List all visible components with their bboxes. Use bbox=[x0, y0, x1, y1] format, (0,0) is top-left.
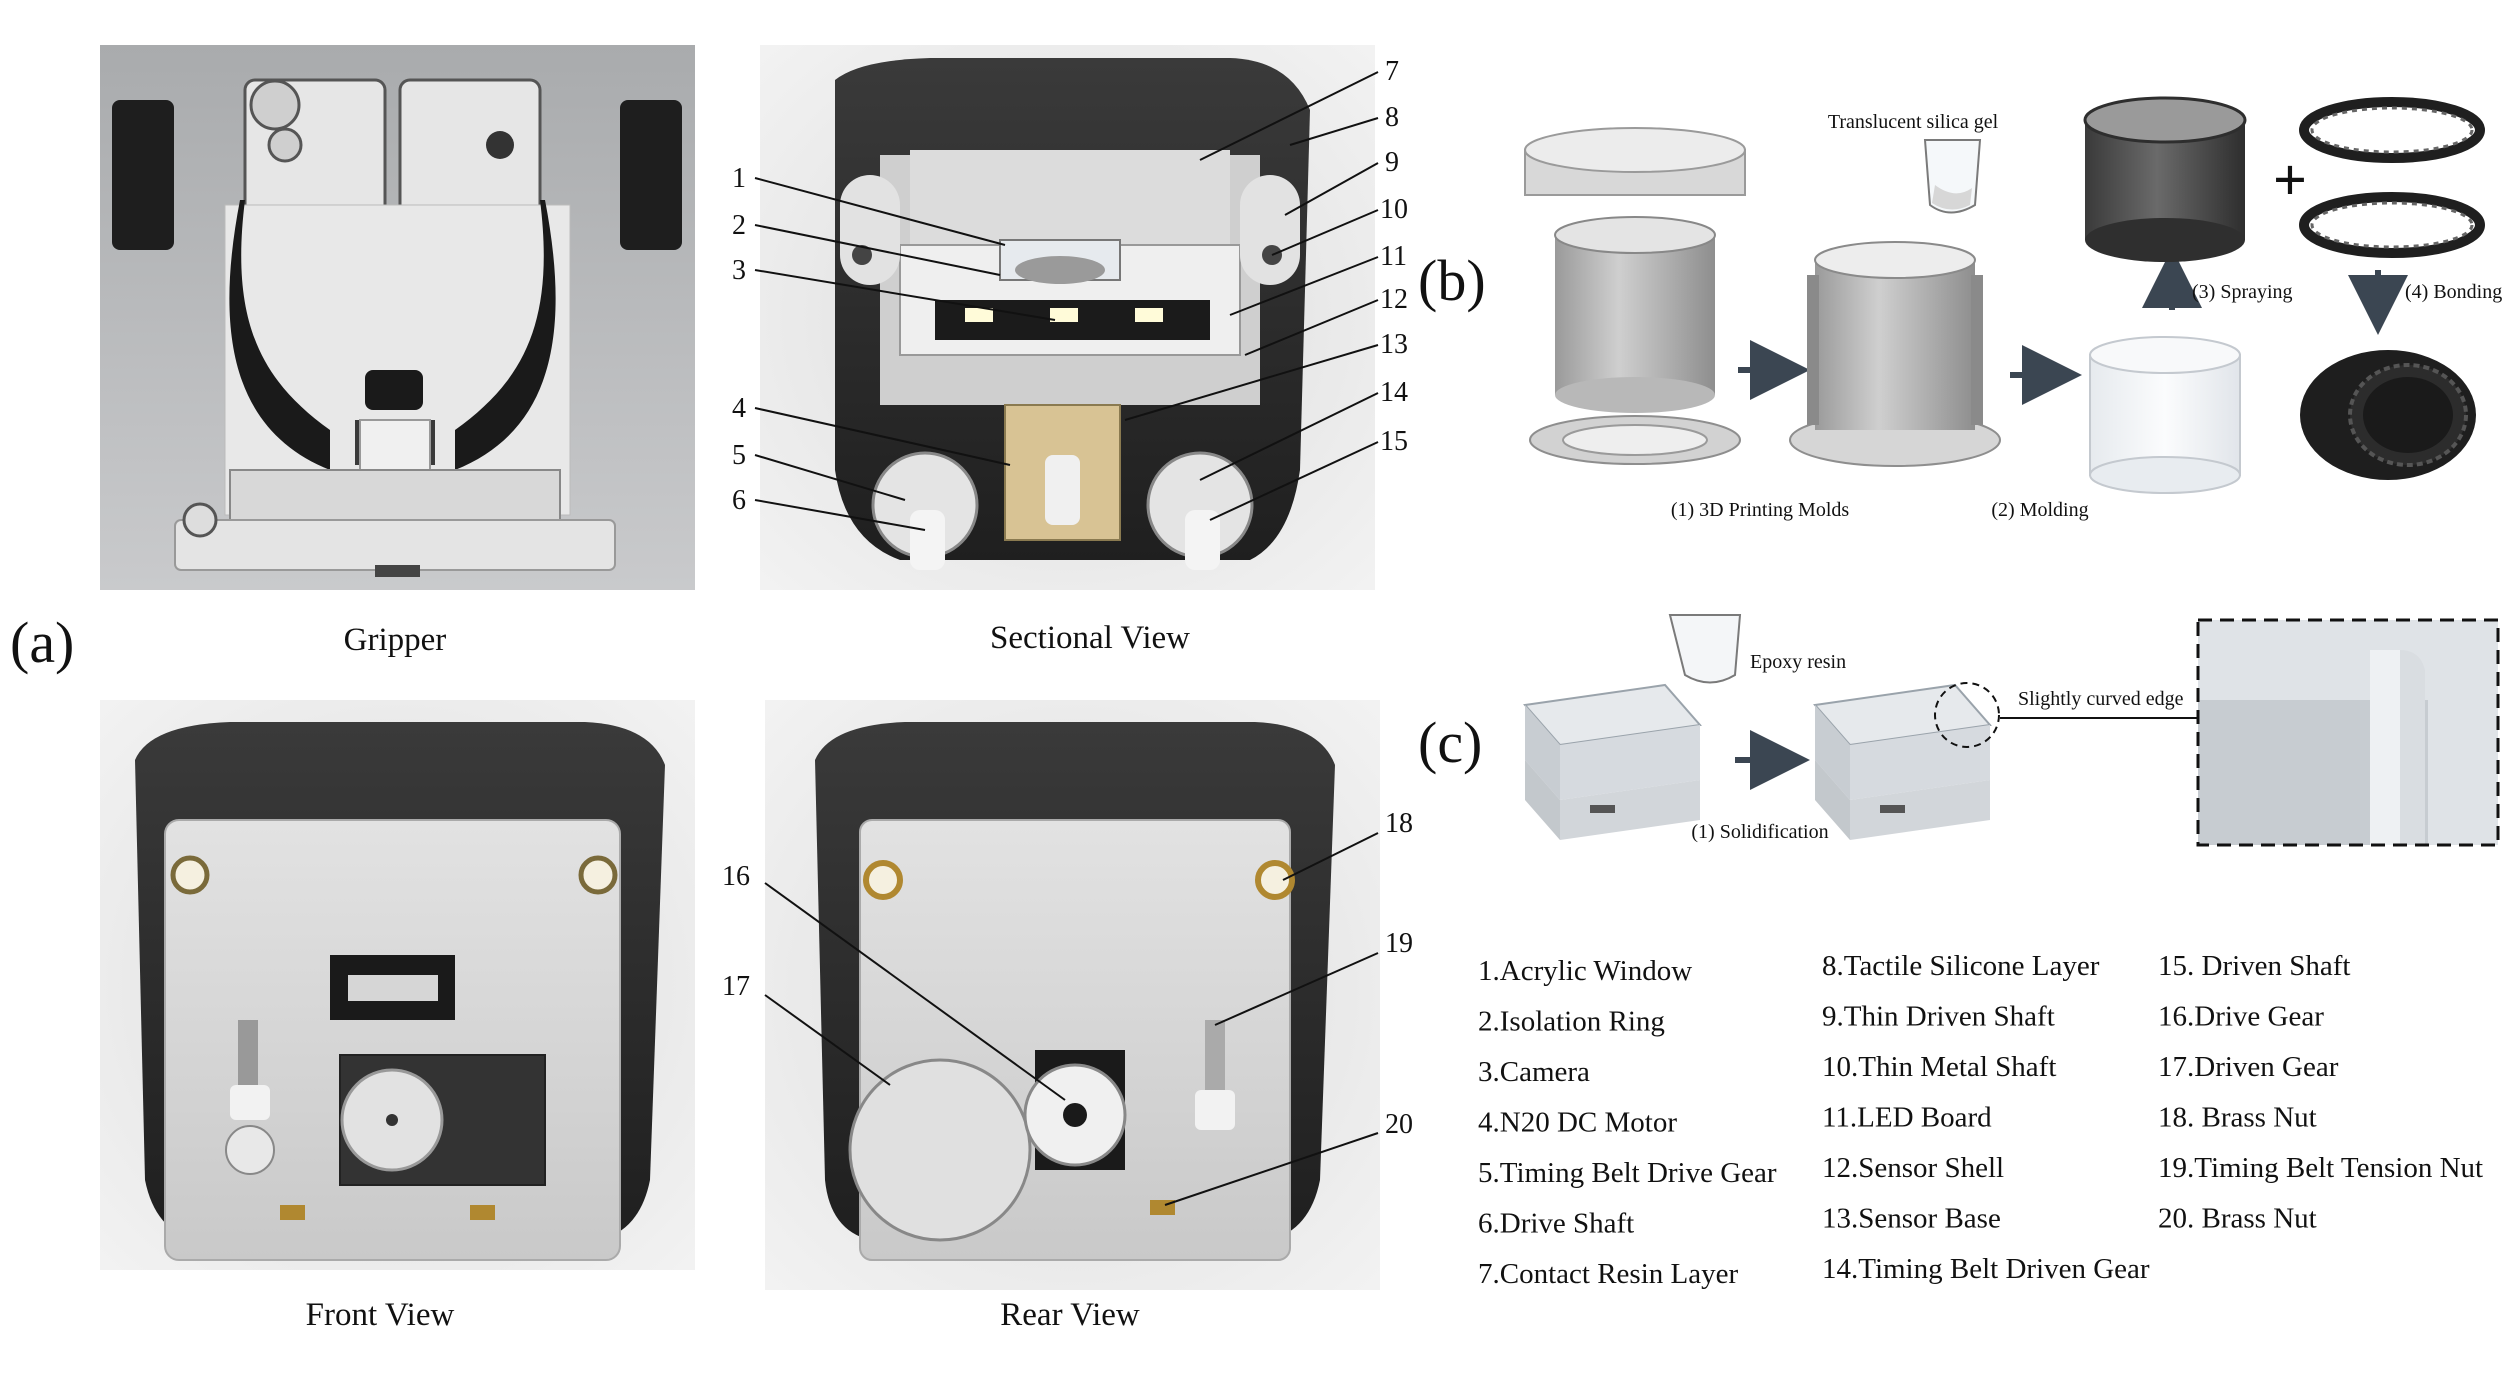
bonded-ring-assembly bbox=[2300, 350, 2476, 480]
legend-item: 14.Timing Belt Driven Gear bbox=[1822, 1253, 2150, 1285]
caption-sectional-view: Sectional View bbox=[990, 620, 1190, 656]
panel-a-letter: (a) bbox=[10, 610, 74, 675]
callout-15: 15 bbox=[1380, 426, 1408, 457]
legend-item: 16.Drive Gear bbox=[2158, 1001, 2324, 1033]
sectional-numbers: 1 2 3 4 5 6 7 8 9 10 11 12 13 14 15 bbox=[732, 56, 1408, 516]
legend-item: 20. Brass Nut bbox=[2158, 1203, 2317, 1235]
label-translucent-silica-gel: Translucent silica gel bbox=[1828, 111, 1999, 133]
legend-item: 1.Acrylic Window bbox=[1478, 955, 1692, 987]
callout-1: 1 bbox=[732, 163, 746, 194]
legend-item: 11.LED Board bbox=[1822, 1102, 1992, 1134]
panel-c-letter: (c) bbox=[1418, 710, 1482, 775]
rear-leader-lines bbox=[764, 832, 1379, 1206]
callout-6: 6 bbox=[732, 485, 746, 516]
legend-item: 9.Thin Driven Shaft bbox=[1822, 1001, 2055, 1033]
callout-17: 17 bbox=[722, 971, 750, 1002]
callout-13: 13 bbox=[1380, 329, 1408, 360]
rear-numbers: 16 17 18 19 20 bbox=[722, 808, 1413, 1140]
callout-18: 18 bbox=[1385, 808, 1413, 839]
sensor-base-before bbox=[1523, 683, 1702, 840]
plus-sign: + bbox=[2273, 147, 2307, 213]
sensor-base-after bbox=[1813, 682, 2000, 840]
callout-8: 8 bbox=[1385, 102, 1399, 133]
label-spraying: (3) Spraying bbox=[2192, 281, 2293, 303]
callout-14: 14 bbox=[1380, 377, 1408, 408]
gripper-render bbox=[100, 45, 695, 590]
rear-view-render bbox=[765, 700, 1380, 1290]
callout-3: 3 bbox=[732, 255, 746, 286]
label-bonding: (4) Bonding bbox=[2405, 281, 2502, 303]
legend: 1.Acrylic Window 2.Isolation Ring 3.Camera… bbox=[1478, 950, 2483, 1290]
label-epoxy-resin: Epoxy resin bbox=[1750, 651, 1846, 673]
legend-item: 5.Timing Belt Drive Gear bbox=[1478, 1157, 1777, 1189]
callout-9: 9 bbox=[1385, 147, 1399, 178]
sprayed-dark-cylinder bbox=[2083, 96, 2247, 262]
sectional-leader-lines bbox=[754, 71, 1379, 531]
legend-item: 15. Driven Shaft bbox=[2158, 950, 2351, 982]
legend-item: 13.Sensor Base bbox=[1822, 1203, 2001, 1235]
callout-10: 10 bbox=[1380, 194, 1408, 225]
legend-item: 12.Sensor Shell bbox=[1822, 1152, 2004, 1184]
caption-front-view: Front View bbox=[306, 1297, 455, 1333]
callout-2: 2 bbox=[732, 210, 746, 241]
caption-gripper: Gripper bbox=[344, 622, 447, 658]
mold-assembly-illustration bbox=[1789, 139, 2001, 467]
legend-item: 6.Drive Shaft bbox=[1478, 1208, 1634, 1240]
legend-item: 8.Tactile Silicone Layer bbox=[1822, 950, 2100, 982]
legend-item: 4.N20 DC Motor bbox=[1478, 1107, 1677, 1139]
front-view-render bbox=[100, 700, 695, 1270]
legend-item: 2.Isolation Ring bbox=[1478, 1006, 1665, 1038]
callout-12: 12 bbox=[1380, 284, 1408, 315]
caption-rear-view: Rear View bbox=[1000, 1297, 1140, 1333]
printed-molds-illustration bbox=[1524, 127, 1746, 465]
legend-item: 18. Brass Nut bbox=[2158, 1102, 2317, 1134]
callout-11: 11 bbox=[1380, 241, 1407, 272]
legend-item: 7.Contact Resin Layer bbox=[1478, 1258, 1738, 1290]
callout-16: 16 bbox=[722, 861, 750, 892]
callout-20: 20 bbox=[1385, 1109, 1413, 1140]
toothed-rings bbox=[2299, 97, 2485, 258]
label-slightly-curved-edge: Slightly curved edge bbox=[2018, 688, 2184, 710]
curved-edge-zoom bbox=[2196, 618, 2500, 847]
legend-item: 17.Driven Gear bbox=[2158, 1051, 2339, 1083]
callout-19: 19 bbox=[1385, 928, 1413, 959]
sectional-view-render bbox=[760, 45, 1375, 590]
panel-b-letter: (b) bbox=[1418, 248, 1486, 313]
callout-7: 7 bbox=[1385, 56, 1399, 87]
label-3d-printing-molds: (1) 3D Printing Molds bbox=[1671, 499, 1850, 521]
label-solidification: (1) Solidification bbox=[1691, 821, 1828, 843]
callout-4: 4 bbox=[732, 393, 746, 424]
epoxy-cup bbox=[1668, 614, 1742, 684]
callout-5: 5 bbox=[732, 440, 746, 471]
legend-item: 19.Timing Belt Tension Nut bbox=[2158, 1152, 2483, 1184]
legend-item: 10.Thin Metal Shaft bbox=[1822, 1051, 2056, 1083]
clear-silicone-cylinder bbox=[2089, 336, 2241, 494]
label-molding: (2) Molding bbox=[1991, 499, 2088, 521]
legend-item: 3.Camera bbox=[1478, 1056, 1590, 1088]
